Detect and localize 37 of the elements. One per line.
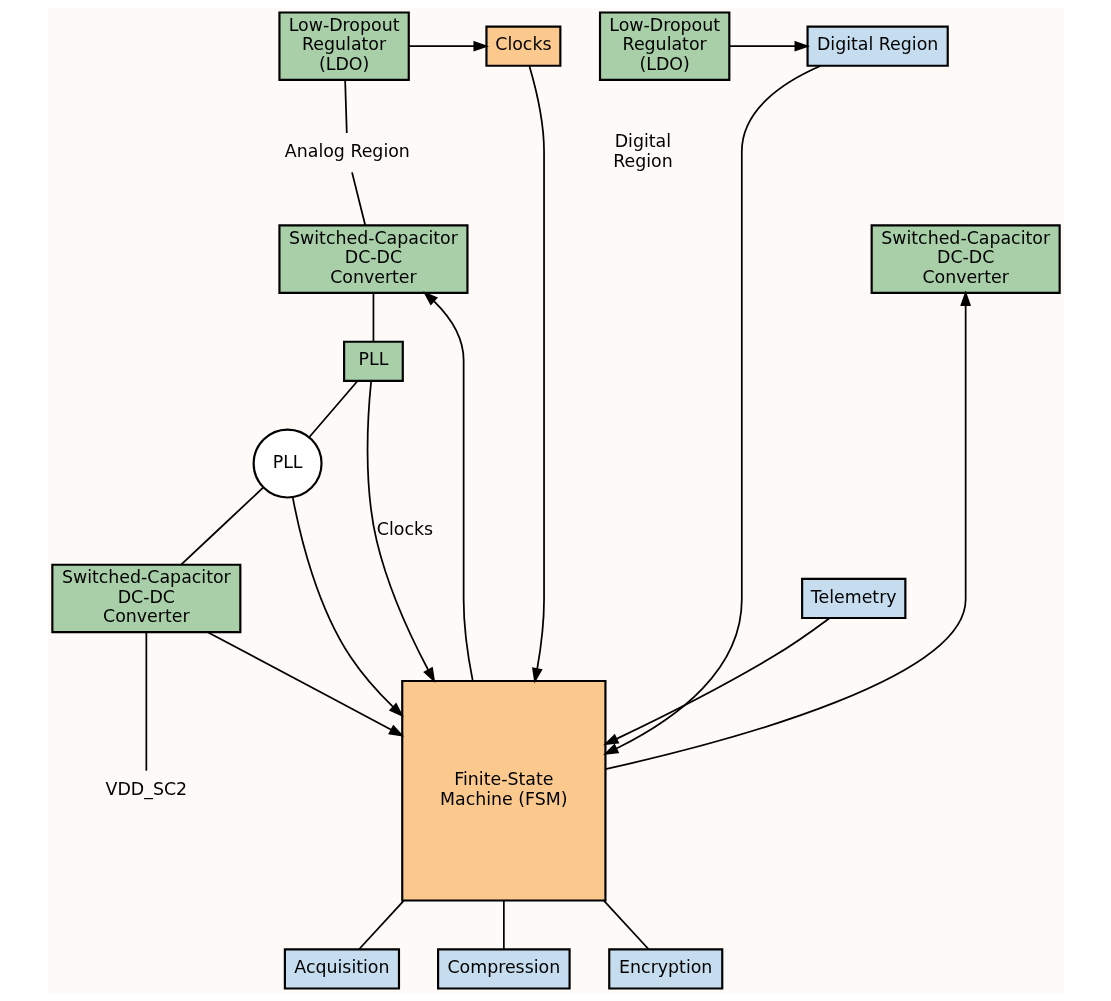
connector [180, 486, 264, 566]
arrow [528, 65, 545, 684]
node-box: Switched-Capacitor DC-DC Converter [870, 224, 1061, 294]
node-box: Switched-Capacitor DC-DC Converter [50, 563, 241, 634]
node-box: Low-Dropout Regulator (LDO) [598, 11, 730, 81]
connector [357, 899, 404, 951]
node-circle: PLL [252, 428, 323, 499]
connector [144, 631, 147, 772]
node-box: Compression [436, 948, 571, 990]
arrow [366, 380, 435, 684]
edge-label: Clocks [376, 519, 433, 540]
label: Digital Region [612, 131, 673, 171]
node-box: Clocks [484, 25, 561, 67]
arrow [602, 617, 830, 746]
arrow [604, 290, 971, 770]
node-box: Digital Region [805, 25, 949, 67]
arrow [728, 40, 810, 52]
arrow [602, 64, 822, 755]
connector [502, 899, 505, 951]
node-text: Analog Region [284, 140, 410, 161]
arrow [291, 496, 404, 718]
node-box: Acquisition [283, 948, 400, 990]
connector [343, 79, 348, 134]
node-box: Low-Dropout Regulator (LDO) [277, 11, 410, 81]
node-box: Encryption [607, 948, 723, 990]
arrow [407, 40, 489, 52]
node-box: Telemetry [800, 577, 906, 620]
node-box: Finite-State Machine (FSM) [400, 679, 607, 902]
connector [307, 380, 358, 439]
arrow [422, 291, 474, 682]
arrow [206, 631, 404, 737]
connector [350, 171, 366, 227]
node-text: VDD_SC2 [105, 778, 187, 799]
node-box: PLL [342, 340, 404, 382]
connector [602, 899, 649, 951]
connector [372, 292, 374, 343]
node-box: Switched-Capacitor DC-DC Converter [277, 224, 469, 294]
